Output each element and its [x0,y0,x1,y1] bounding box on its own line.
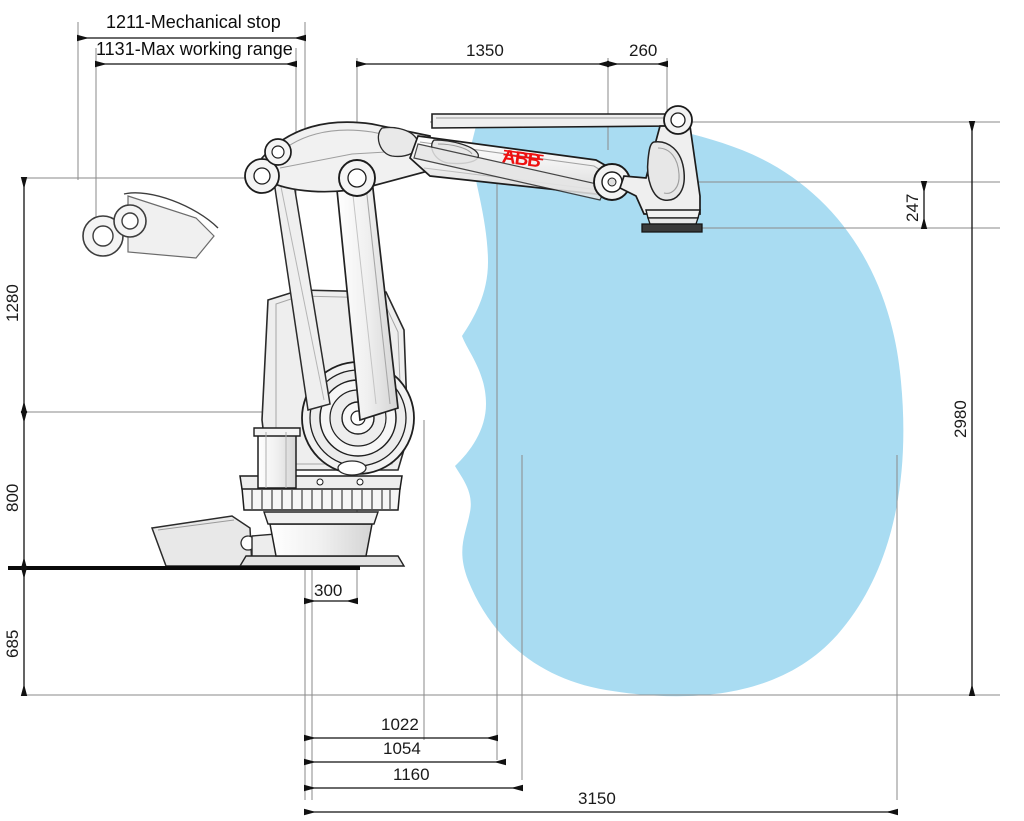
dim-1054: 1054 [304,739,506,766]
robot-upper-arm-boom [409,113,677,201]
robot-assembly: ABB [150,105,703,567]
abb-logo: ABB [501,146,544,172]
dim-247: 247 [903,181,928,229]
robot-parallel-linkage [244,121,433,197]
dim-2980-value: 2980 [951,400,970,438]
dim-1131-label: 1131-Max working range [96,39,293,59]
dim-800: 800 [3,411,28,569]
dim-1160: 1160 [304,765,523,792]
dim-260-value: 260 [629,41,657,60]
dim-685-value: 685 [3,630,22,658]
dim-1022: 1022 [304,715,498,742]
dim-1350-value: 1350 [466,41,504,60]
robot-wrist-assembly [618,105,703,233]
dim-1350: 1350 [356,41,609,68]
dim-1211-mechanical-stop: 1211-Mechanical stop [77,12,306,42]
dim-1131-max-working-range: 1131-Max working range [95,39,297,68]
dim-300-value: 300 [314,581,342,600]
dim-2980: 2980 [951,121,976,696]
dim-1054-value: 1054 [383,739,421,758]
dim-1211-label: 1211-Mechanical stop [106,12,281,32]
dim-247-value: 247 [903,194,922,222]
dim-3150: 3150 [304,789,898,816]
dim-1280: 1280 [3,177,28,413]
dim-3150-value: 3150 [578,789,616,808]
dim-260: 260 [607,41,668,68]
dim-685: 685 [3,567,28,696]
dim-300: 300 [304,581,358,605]
dim-1022-value: 1022 [381,715,419,734]
dim-1280-value: 1280 [3,284,22,322]
working-envelope-region [455,115,904,697]
robot-lower-arm [271,167,399,422]
phantom-arm-position [82,192,219,259]
dim-800-value: 800 [3,484,22,512]
dim-1160-value: 1160 [393,765,430,784]
